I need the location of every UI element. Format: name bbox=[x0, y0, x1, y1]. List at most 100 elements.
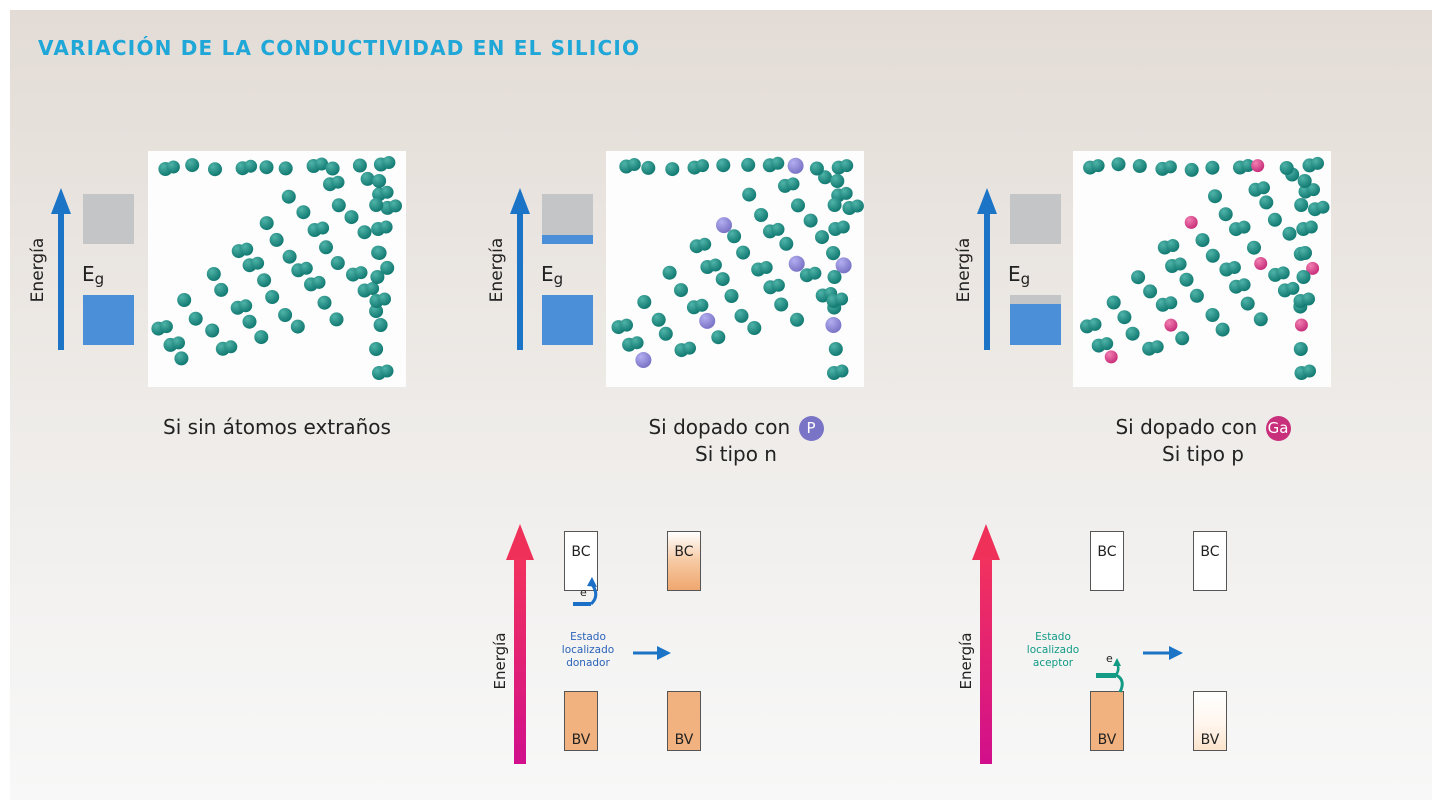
silicon-atom bbox=[1091, 159, 1105, 173]
silicon-atom bbox=[695, 298, 709, 312]
silicon-atom bbox=[1117, 310, 1132, 325]
silicon-atom bbox=[382, 156, 396, 169]
caption-line: Si dopado con P bbox=[606, 414, 866, 441]
conduction-band bbox=[542, 194, 593, 235]
note-line: aceptor bbox=[1032, 657, 1074, 669]
energy-axis-label: Energía bbox=[487, 237, 507, 303]
silicon-atom bbox=[779, 236, 794, 251]
gallium-atom-badge: Ga bbox=[1265, 416, 1291, 441]
silicon-atom bbox=[1253, 312, 1268, 327]
silicon-atom bbox=[1286, 281, 1300, 295]
silicon-atom bbox=[771, 156, 785, 170]
silicon-atom bbox=[774, 297, 789, 312]
silicon-atom bbox=[1276, 266, 1290, 280]
silicon-atom bbox=[188, 311, 203, 326]
caption-line: Si tipo p bbox=[1162, 442, 1244, 466]
silicon-atom bbox=[698, 237, 712, 251]
silicon-atom bbox=[1311, 156, 1324, 170]
transition-arrow-icon bbox=[633, 646, 671, 660]
silicon-atom bbox=[771, 278, 785, 292]
silicon-atom bbox=[711, 330, 726, 345]
silicon-atom bbox=[708, 258, 722, 272]
donor-level bbox=[542, 235, 593, 244]
silicon-atom bbox=[759, 261, 773, 274]
silicon-atom bbox=[299, 261, 313, 275]
silicon-atom bbox=[159, 320, 173, 334]
silicon-atom bbox=[754, 208, 769, 222]
figure-background bbox=[10, 10, 1432, 800]
valence-band bbox=[1010, 304, 1061, 345]
silicon-atom bbox=[741, 157, 756, 172]
silicon-atom bbox=[630, 336, 644, 350]
silicon-atom bbox=[360, 171, 375, 186]
dopant-atom bbox=[788, 255, 805, 272]
valence-band-box: BV bbox=[564, 691, 598, 751]
silicon-atom bbox=[835, 364, 849, 378]
crystal-lattice-si bbox=[148, 151, 406, 387]
silicon-atom bbox=[1205, 160, 1220, 175]
page-title: VARIACIÓN DE LA CONDUCTIVIDAD EN EL SILI… bbox=[38, 36, 641, 60]
silicon-atom bbox=[771, 222, 785, 236]
silicon-atom bbox=[696, 159, 709, 173]
conduction-band-box: BC bbox=[1193, 531, 1227, 591]
silicon-atom bbox=[828, 342, 843, 356]
silicon-atom bbox=[850, 199, 864, 213]
energy-arrow-icon bbox=[506, 524, 534, 764]
silicon-atom bbox=[373, 318, 388, 332]
dopant-atom bbox=[825, 317, 842, 333]
electron-label: e bbox=[1106, 652, 1113, 665]
silicon-atom bbox=[206, 267, 221, 281]
silicon-atom bbox=[790, 312, 804, 327]
silicon-atom bbox=[1175, 331, 1190, 346]
silicon-atom bbox=[1179, 272, 1194, 287]
valence-band bbox=[542, 295, 593, 345]
energy-arrow-icon bbox=[510, 188, 530, 350]
silicon-atom bbox=[380, 185, 394, 199]
silicon-atom bbox=[174, 351, 189, 366]
silicon-atom bbox=[290, 319, 305, 334]
silicon-atom bbox=[1294, 198, 1309, 212]
silicon-atom bbox=[1143, 284, 1158, 299]
conduction-band-box: BC bbox=[667, 531, 701, 591]
silicon-atom bbox=[357, 225, 372, 240]
note-line: localizado bbox=[1026, 644, 1080, 656]
dopant-atom bbox=[699, 312, 716, 329]
silicon-atom bbox=[177, 293, 192, 307]
crystal-lattice-si-ga bbox=[1073, 151, 1331, 387]
silicon-atom bbox=[786, 177, 800, 191]
transition-arrow-icon bbox=[1143, 646, 1183, 660]
silicon-atom bbox=[1150, 340, 1164, 354]
silicon-atom bbox=[372, 246, 387, 260]
silicon-atom bbox=[836, 220, 850, 234]
silicon-atom bbox=[240, 242, 254, 256]
band-gap-label: Eg bbox=[82, 262, 105, 288]
silicon-atom bbox=[734, 308, 749, 323]
energy-arrow-icon bbox=[972, 524, 1000, 764]
phosphorus-atom-badge: P bbox=[798, 416, 824, 441]
silicon-atom bbox=[1307, 183, 1320, 197]
silicon-atom bbox=[257, 273, 272, 288]
silicon-atom bbox=[840, 159, 854, 173]
caption-n-type: Si dopado con P Si tipo n bbox=[606, 414, 866, 467]
donor-state-note: Estado localizado donador bbox=[553, 631, 623, 670]
silicon-atom bbox=[316, 221, 330, 235]
dopant-atom bbox=[635, 352, 652, 368]
silicon-atom bbox=[354, 266, 368, 280]
silicon-atom bbox=[214, 282, 229, 297]
silicon-atom bbox=[1296, 270, 1311, 284]
silicon-atom bbox=[1282, 226, 1297, 241]
silicon-atom bbox=[369, 342, 384, 356]
silicon-atom bbox=[827, 198, 842, 212]
silicon-atom bbox=[835, 292, 849, 306]
silicon-atom bbox=[278, 161, 293, 176]
silicon-atom bbox=[317, 295, 332, 310]
silicon-atom bbox=[1302, 292, 1315, 306]
caption-line: Si sin átomos extraños bbox=[163, 415, 391, 439]
valence-band-box: BV bbox=[1090, 691, 1124, 751]
silicon-atom bbox=[205, 323, 220, 338]
silicon-atom bbox=[1125, 326, 1140, 341]
silicon-atom bbox=[665, 162, 680, 177]
silicon-atom bbox=[1218, 207, 1233, 222]
note-line: Estado bbox=[570, 631, 606, 643]
silicon-atom bbox=[315, 157, 329, 171]
